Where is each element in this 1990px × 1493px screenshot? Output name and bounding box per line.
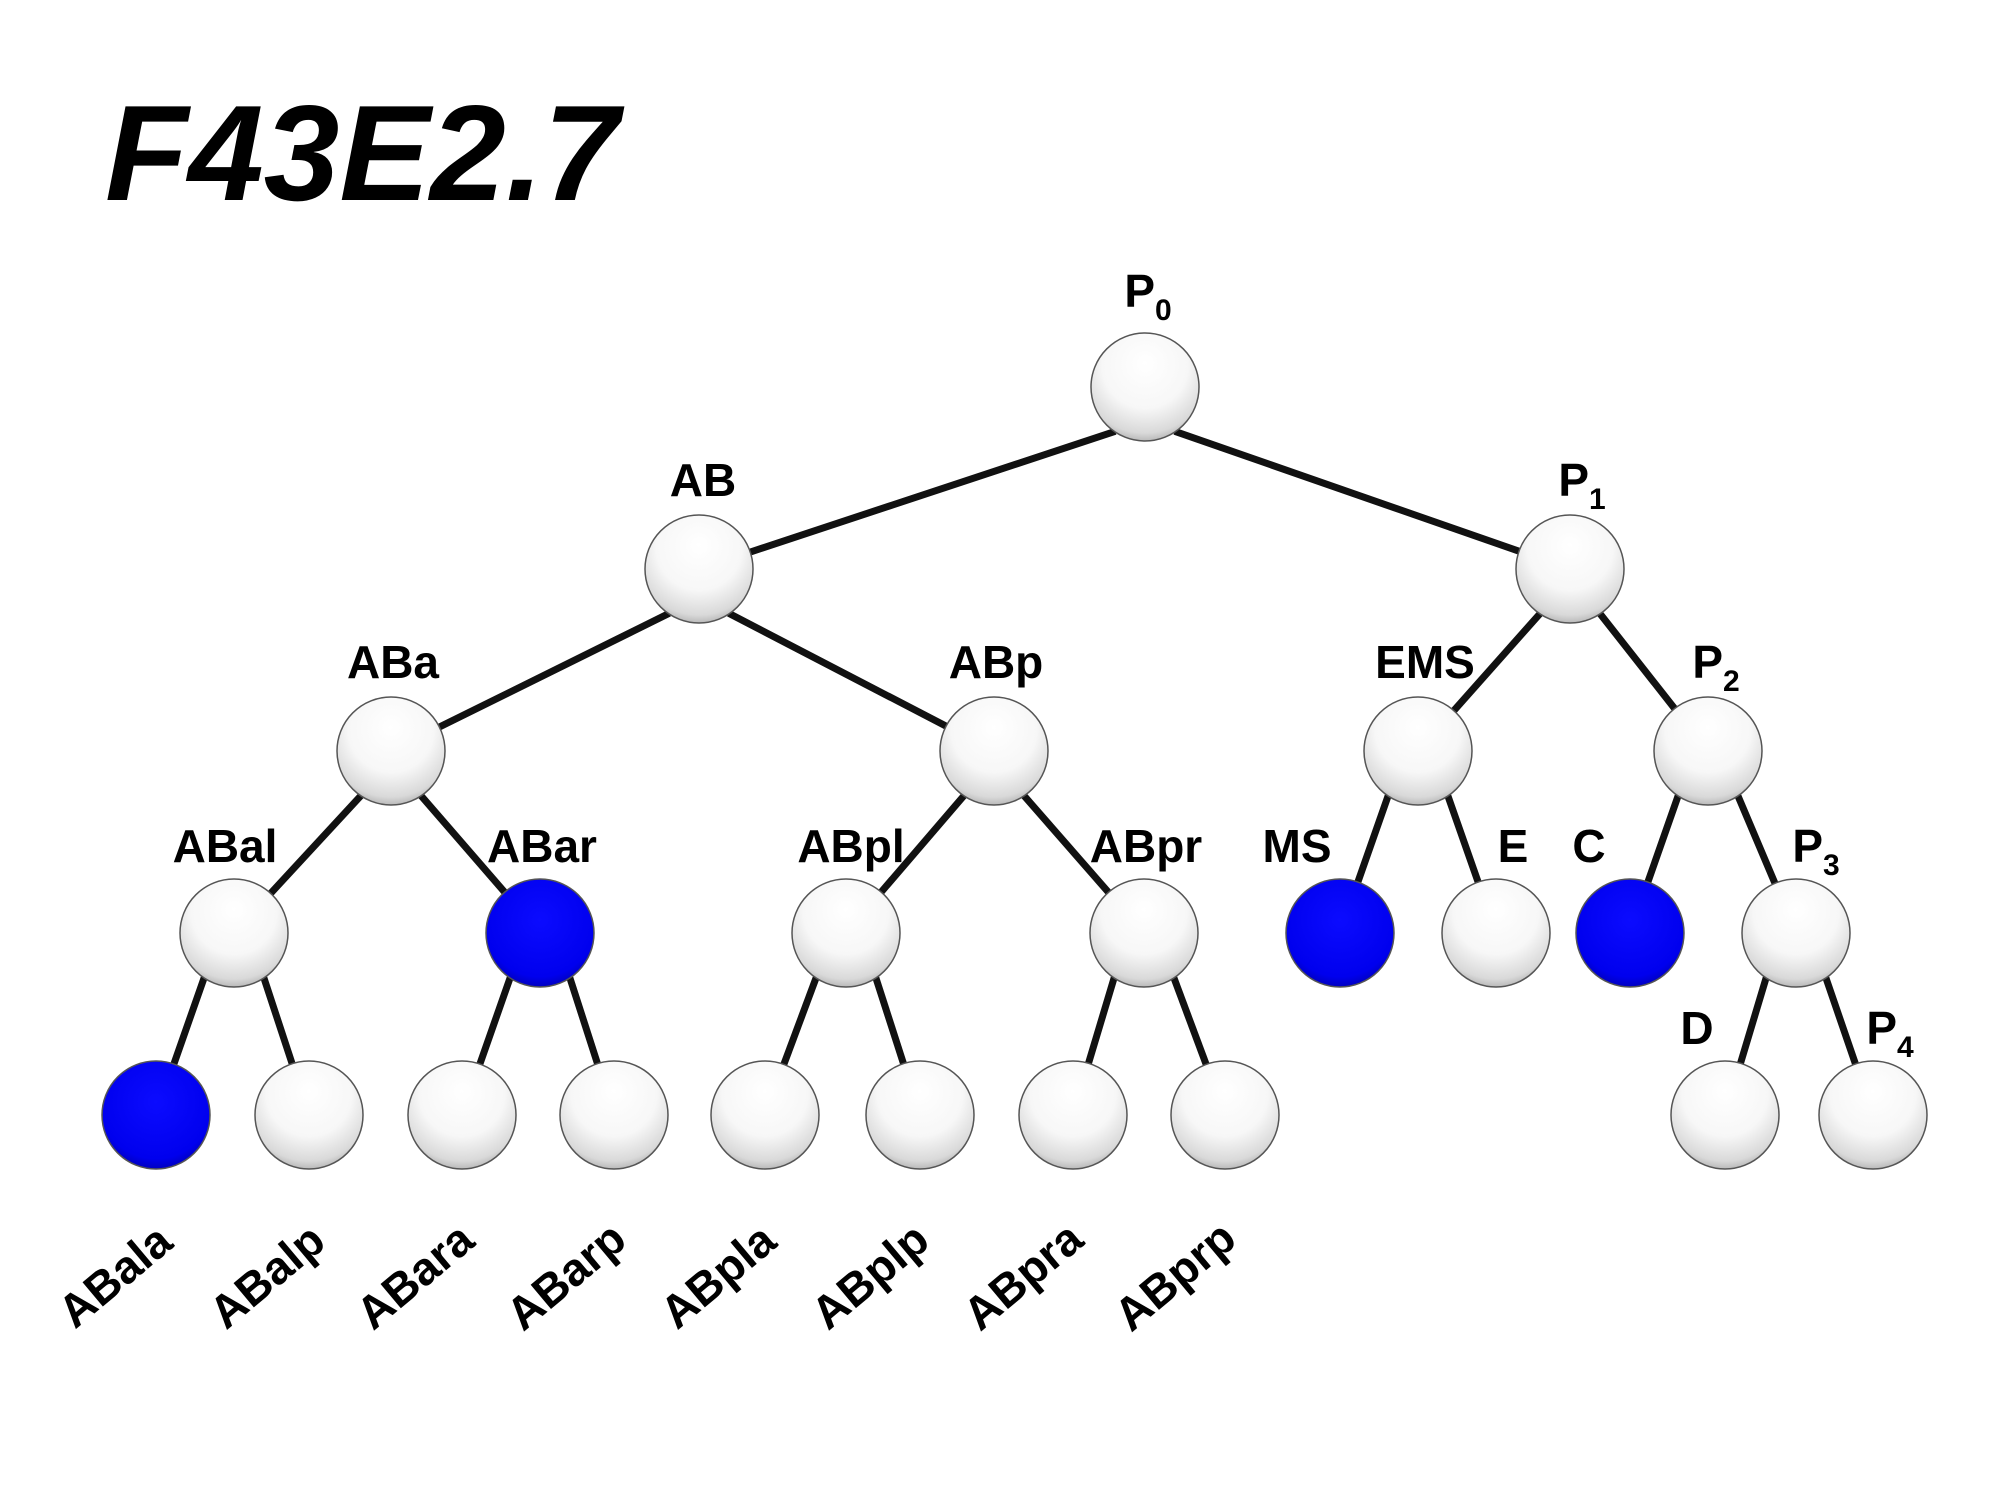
- cell-label-ABalp: ABalp: [199, 1213, 334, 1338]
- cell-node-E: [1441, 878, 1551, 988]
- cell-node-P2: [1653, 696, 1763, 806]
- cell-label-ABp: ABp: [949, 636, 1044, 688]
- edge-AB-ABa: [437, 610, 671, 731]
- cell-label-ABpla: ABpla: [650, 1213, 786, 1339]
- edge-P1-EMS: [1451, 610, 1543, 713]
- cell-label-ABa: ABa: [347, 636, 439, 688]
- edge-ABa-ABal: [268, 792, 364, 896]
- edge-ABar-ABara: [476, 976, 514, 1066]
- edge-ABa-ABar: [418, 792, 508, 895]
- cell-label-ABpr: ABpr: [1090, 820, 1203, 872]
- cell-node-ABar: [485, 878, 595, 988]
- cell-label-ABpra: ABpra: [953, 1211, 1092, 1340]
- cell-label-ABara: ABara: [346, 1212, 484, 1339]
- cell-label-D: D: [1680, 1002, 1713, 1054]
- cell-node-P4: [1818, 1060, 1928, 1170]
- cell-nodes: [101, 332, 1928, 1170]
- cell-node-MS: [1285, 878, 1395, 988]
- cell-node-ABprp: [1170, 1060, 1280, 1170]
- edge-P1-P2: [1596, 611, 1678, 711]
- edge-ABp-ABpr: [1021, 792, 1112, 895]
- cell-node-ABpl: [791, 878, 901, 988]
- edge-AB-ABp: [727, 610, 948, 730]
- cell-label-E: E: [1498, 820, 1529, 872]
- cell-label-P0: P0: [1124, 265, 1171, 327]
- cell-label-P1: P1: [1558, 454, 1605, 516]
- edge-P0-P1: [1173, 427, 1521, 555]
- cell-label-ABar: ABar: [487, 820, 597, 872]
- edge-ABpl-ABplp: [872, 976, 907, 1065]
- cell-node-ABarp: [559, 1060, 669, 1170]
- cell-label-EMS: EMS: [1375, 636, 1475, 688]
- cell-label-MS: MS: [1263, 820, 1332, 872]
- cell-node-ABa: [336, 696, 446, 806]
- cell-label-ABala: ABala: [48, 1214, 182, 1338]
- cell-label-ABal: ABal: [173, 820, 278, 872]
- edge-P2-C: [1644, 794, 1682, 884]
- cell-node-C: [1575, 878, 1685, 988]
- cell-node-ABalp: [254, 1060, 364, 1170]
- edge-ABal-ABala: [170, 976, 208, 1066]
- edge-P0-AB: [749, 427, 1117, 556]
- edge-ABar-ABarp: [566, 976, 601, 1065]
- cell-node-AB: [644, 514, 754, 624]
- edge-ABal-ABalp: [260, 976, 296, 1065]
- cell-label-ABplp: ABplp: [801, 1212, 938, 1339]
- cell-label-P4: P4: [1866, 1002, 1914, 1064]
- edge-P2-P3: [1734, 793, 1779, 885]
- cell-node-ABplp: [865, 1060, 975, 1170]
- edge-EMS-E: [1444, 794, 1482, 884]
- cell-node-ABala: [101, 1060, 211, 1170]
- cell-node-P1: [1515, 514, 1625, 624]
- lineage-edges: [170, 427, 1859, 1066]
- cell-node-P3: [1741, 878, 1851, 988]
- edge-ABpr-ABprp: [1170, 976, 1210, 1066]
- cell-node-P0: [1090, 332, 1200, 442]
- page-title: F43E2.7: [105, 77, 624, 229]
- cell-node-ABpla: [710, 1060, 820, 1170]
- cell-label-C: C: [1572, 820, 1605, 872]
- cell-label-P2: P2: [1692, 636, 1739, 698]
- cell-node-ABp: [939, 696, 1049, 806]
- edge-ABp-ABpl: [878, 792, 967, 895]
- edge-P3-P4: [1822, 976, 1859, 1066]
- cell-label-ABpl: ABpl: [797, 820, 904, 872]
- cell-node-EMS: [1363, 696, 1473, 806]
- cell-label-AB: AB: [670, 454, 736, 506]
- edge-ABpl-ABpla: [780, 976, 820, 1066]
- cell-label-ABprp: ABprp: [1104, 1211, 1245, 1341]
- cell-node-ABara: [407, 1060, 517, 1170]
- cell-label-P3: P3: [1792, 820, 1839, 882]
- edge-ABpr-ABpra: [1085, 976, 1118, 1065]
- cell-node-ABal: [179, 878, 289, 988]
- cell-node-ABpr: [1089, 878, 1199, 988]
- edge-P3-D: [1737, 976, 1770, 1065]
- cell-node-ABpra: [1018, 1060, 1128, 1170]
- cell-node-D: [1670, 1060, 1780, 1170]
- cell-label-ABarp: ABarp: [496, 1211, 635, 1340]
- edge-EMS-MS: [1354, 794, 1392, 884]
